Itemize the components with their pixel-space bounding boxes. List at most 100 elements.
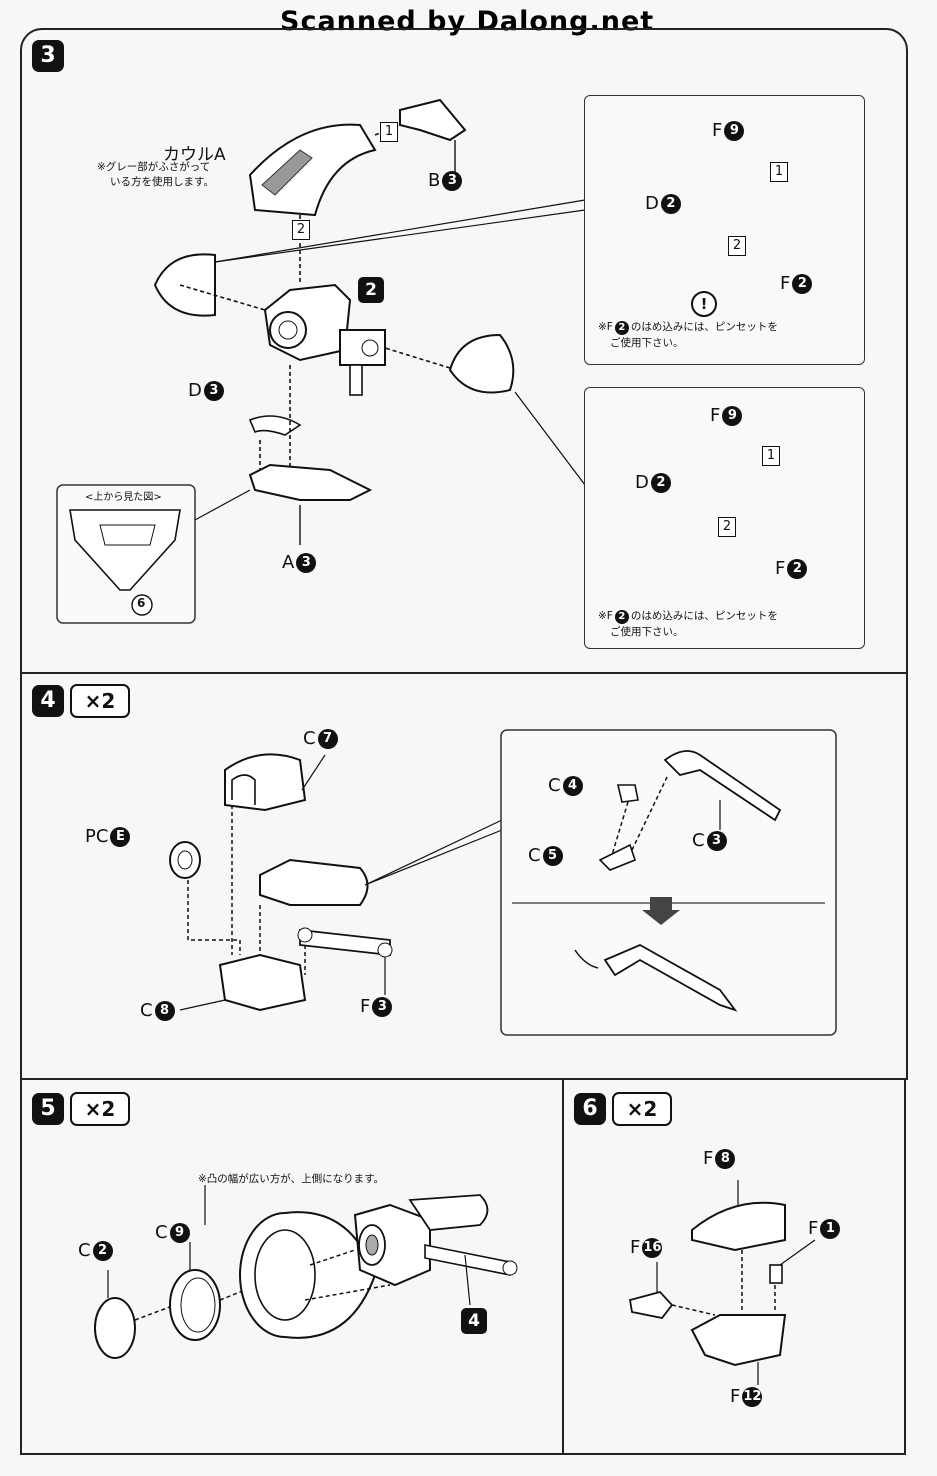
step-4-panel (20, 670, 908, 1080)
inset1-f9-number: 9 (724, 120, 745, 141)
part-c8-letter: C (140, 1000, 153, 1021)
top-view-mark: 6 (137, 596, 146, 610)
seq-1-box: 1 (380, 122, 398, 142)
step-5-note: ※凸の幅が広い方が、上側になります。 (198, 1173, 385, 1185)
ref-part-4: 4 (461, 1308, 487, 1334)
cowl-note-1: ※グレー部がふさがって (97, 161, 211, 173)
part-pce-number: E (110, 826, 131, 847)
watermark-text: Scanned by Dalong.net (280, 6, 655, 37)
inset2-d2-number: 2 (650, 472, 671, 493)
part-c9-number: 9 (169, 1222, 190, 1243)
inset1-f2-number: 2 (792, 273, 813, 294)
part-f1-number: 1 (820, 1218, 841, 1239)
part-b3-number: 3 (442, 170, 463, 191)
part-a3-number: 3 (296, 552, 317, 573)
inset2-note-text-1: のはめ込みには、ピンセットを (630, 610, 778, 622)
part-c8-number: 8 (154, 1000, 175, 1021)
inset1-d2-number: 2 (660, 193, 681, 214)
inset1-f2-letter: F (780, 273, 791, 294)
inset2-f9-letter: F (710, 405, 721, 426)
step-4-multiplier: ×2 (70, 684, 130, 718)
part-c2-letter: C (78, 1240, 91, 1261)
top-view-label: <上から見た図> (85, 492, 162, 503)
part-f12-number: 12 (742, 1386, 763, 1407)
part-c2-number: 2 (92, 1240, 113, 1261)
part-c4-number: 4 (562, 775, 583, 796)
step-3-panel (20, 28, 908, 674)
inset1-d2-letter: D (645, 193, 659, 214)
inset1-seq-2-box: 2 (728, 236, 746, 256)
step-6-multiplier: ×2 (612, 1092, 672, 1126)
step-5-number: 5 (32, 1093, 64, 1125)
inset2-note-2: ご使用下さい。 (610, 626, 684, 638)
part-a3-letter: A (282, 552, 295, 573)
part-f8-letter: F (703, 1148, 714, 1169)
inset2-seq-1-box: 1 (762, 446, 780, 466)
part-c9-letter: C (155, 1222, 168, 1243)
inset1-note-prefix: ※F (598, 321, 613, 333)
inset1-note-text-1: のはめ込みには、ピンセットを (630, 321, 778, 333)
step-5-panel (20, 1078, 564, 1455)
inset2-d2-letter: D (635, 472, 649, 493)
step-6-panel (562, 1078, 906, 1455)
part-c3-number: 3 (706, 830, 727, 851)
part-d3-letter: D (188, 380, 202, 401)
part-c5-number: 5 (542, 845, 563, 866)
part-d3-number: 3 (203, 380, 224, 401)
inset2-f9-number: 9 (722, 405, 743, 426)
step-3-number: 3 (32, 40, 64, 72)
part-c4-letter: C (548, 775, 561, 796)
part-f16-letter: F (630, 1237, 641, 1258)
inset1-seq-1-box: 1 (770, 162, 788, 182)
inset1-note-number: 2 (614, 320, 629, 335)
part-b3-letter: B (428, 170, 441, 191)
warning-icon: ! (691, 291, 717, 317)
part-c5-letter: C (528, 845, 541, 866)
inset2-seq-2-box: 2 (718, 517, 736, 537)
part-pce-letter: PC (85, 826, 109, 847)
part-c3-letter: C (692, 830, 705, 851)
part-f8-number: 8 (715, 1148, 736, 1169)
ref-part-2: 2 (358, 277, 384, 303)
inset1-note-2: ご使用下さい。 (610, 337, 684, 349)
seq-2-box: 2 (292, 220, 310, 240)
step-4-number: 4 (32, 685, 64, 717)
inset2-f2-number: 2 (787, 558, 808, 579)
part-f3-number: 3 (372, 996, 393, 1017)
part-f16-number: 16 (642, 1237, 663, 1258)
cowl-note-2: いる方を使用します。 (110, 176, 214, 188)
part-f12-letter: F (730, 1386, 741, 1407)
inset1-f9-letter: F (712, 120, 723, 141)
inset2-note-prefix: ※F (598, 610, 613, 622)
part-f1-letter: F (808, 1218, 819, 1239)
step-3-inset-1 (584, 95, 865, 365)
cowl-a-label: カウルA (163, 145, 226, 165)
inset2-note-number: 2 (614, 609, 629, 624)
part-c7-letter: C (303, 728, 316, 749)
part-c7-number: 7 (317, 728, 338, 749)
part-f3-letter: F (360, 996, 371, 1017)
